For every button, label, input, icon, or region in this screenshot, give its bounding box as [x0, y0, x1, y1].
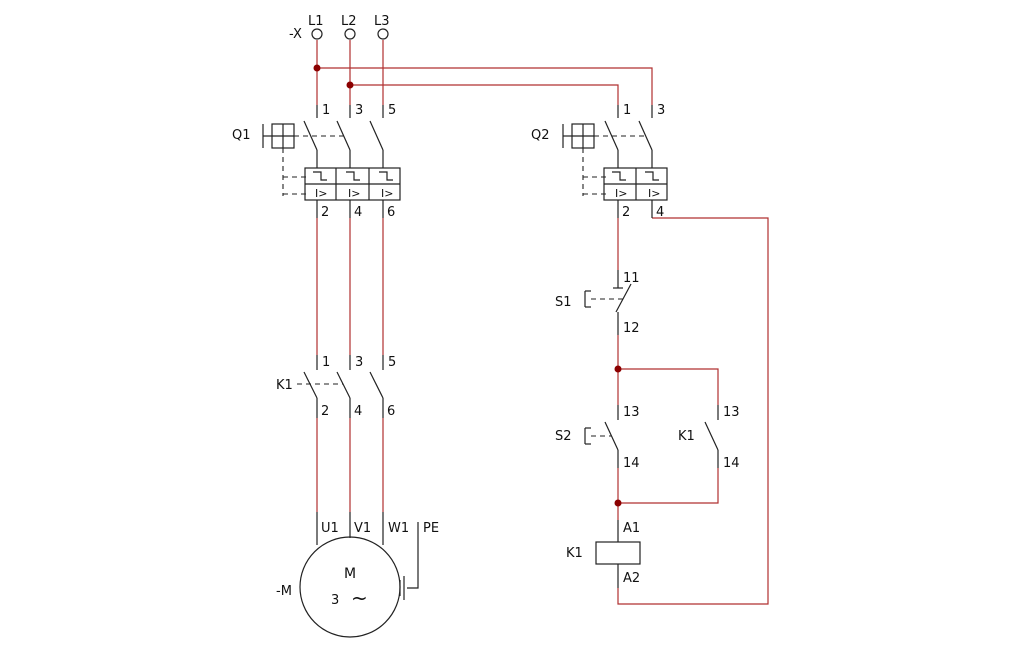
- s2-terminal-bottom: 14: [623, 456, 640, 471]
- k1-main-poles: [303, 355, 384, 418]
- pushbutton-icon: [584, 290, 591, 308]
- q2-poles: [604, 105, 653, 168]
- k1-coil-label: K1: [566, 546, 583, 561]
- q2-handle-icon: [562, 123, 595, 149]
- contactor-k1-main: K1 1 3 5 2 4 6: [276, 355, 396, 419]
- wire-branch-k1aux-top: [618, 368, 719, 405]
- pe-conductor: [407, 522, 419, 589]
- q2-trip-symbol: I>: [615, 187, 627, 200]
- q1-terminal-top: 3: [355, 103, 363, 118]
- s1-label: S1: [555, 295, 572, 310]
- q1-terminal-top: 5: [388, 103, 396, 118]
- s2-label: S2: [555, 429, 572, 444]
- q2-terminal-top: 1: [623, 103, 631, 118]
- junction-dot: [346, 81, 354, 89]
- terminal-l3-circle: [377, 28, 389, 40]
- motor-ac-symbol: ~: [351, 586, 368, 610]
- motor-terminal-w1: W1: [388, 521, 409, 536]
- coil-icon: [595, 541, 641, 565]
- q1-label: Q1: [232, 128, 251, 143]
- k1-main-terminal-top: 1: [322, 355, 330, 370]
- breaker-q2: Q2 I> I> 1: [531, 103, 668, 220]
- q2-terminal-bottom: 2: [622, 205, 630, 220]
- k1-main-terminal-top: 3: [355, 355, 363, 370]
- k1-coil-terminal-a2: A2: [623, 571, 640, 586]
- k1-main-label: K1: [276, 378, 293, 393]
- supply-terminals: -X L1 L2 L3: [289, 14, 390, 42]
- s1-terminal-top: 11: [623, 271, 640, 286]
- q2-label: Q2: [531, 128, 550, 143]
- q2-terminal-bottom: 4: [656, 205, 664, 220]
- k1-main-terminal-bottom: 4: [354, 404, 362, 419]
- junction-dot: [313, 64, 321, 72]
- motor-terminal-u1: U1: [321, 521, 339, 536]
- k1-main-terminal-bottom: 6: [387, 404, 395, 419]
- wire-return-q2-coil: [617, 217, 769, 605]
- q1-poles: [303, 105, 384, 168]
- terminal-l1-circle: [311, 28, 323, 40]
- q2-terminal-top: 3: [657, 103, 665, 118]
- wiring: [316, 40, 769, 605]
- motor-phases: 3: [331, 593, 339, 608]
- k1-aux-label: K1: [678, 429, 695, 444]
- coil-k1: K1 A1 A2: [566, 520, 641, 588]
- pushbutton-icon: [584, 427, 591, 445]
- q1-terminal-bottom: 4: [354, 205, 362, 220]
- q1-handle-icon: [262, 123, 295, 149]
- ground-icon: [399, 576, 405, 600]
- wire-l2-to-q2: [350, 84, 619, 105]
- motor-symbol: M: [344, 566, 356, 582]
- terminal-circles: [311, 28, 389, 40]
- q1-terminal-top: 1: [322, 103, 330, 118]
- q2-protection-blocks: I> I>: [603, 167, 668, 201]
- k1-main-terminal-bottom: 2: [321, 404, 329, 419]
- button-s2: S2 13 14: [555, 405, 640, 471]
- q1-protection-blocks: I> I> I>: [304, 167, 401, 201]
- s2-terminal-top: 13: [623, 405, 640, 420]
- junction-dot: [614, 499, 622, 507]
- q1-terminal-bottom: 6: [387, 205, 395, 220]
- button-s1: S1 11 12: [555, 270, 640, 336]
- motor-m: -M U1 V1 W1 PE M 3 ~: [276, 512, 439, 638]
- motor-terminal-pe: PE: [423, 521, 439, 536]
- q1-trip-symbol: I>: [348, 187, 360, 200]
- motor-terminal-v1: V1: [354, 521, 371, 536]
- terminal-label-l1: L1: [308, 14, 324, 29]
- junctions: [313, 64, 622, 507]
- q2-trip-symbol: I>: [648, 187, 660, 200]
- s1-terminal-bottom: 12: [623, 321, 640, 336]
- terminal-designation: -X: [289, 27, 302, 42]
- terminal-label-l3: L3: [374, 14, 390, 29]
- k1-aux-terminal-top: 13: [723, 405, 740, 420]
- terminal-l2-circle: [344, 28, 356, 40]
- motor-circle: [299, 536, 401, 638]
- junction-dot: [614, 365, 622, 373]
- k1-main-terminal-top: 5: [388, 355, 396, 370]
- q1-trip-symbol: I>: [315, 187, 327, 200]
- terminal-label-l2: L2: [341, 14, 357, 29]
- k1-coil-terminal-a1: A1: [623, 521, 640, 536]
- motor-label: -M: [276, 584, 292, 599]
- q1-terminal-bottom: 2: [321, 205, 329, 220]
- k1-aux-terminal-bottom: 14: [723, 456, 740, 471]
- breaker-q1: Q1: [232, 103, 401, 220]
- wire-l1-to-q2: [317, 67, 653, 105]
- contact-k1-aux: K1 13 14: [678, 405, 740, 471]
- wire-branch-k1aux-bottom: [618, 468, 719, 504]
- q1-trip-symbol: I>: [381, 187, 393, 200]
